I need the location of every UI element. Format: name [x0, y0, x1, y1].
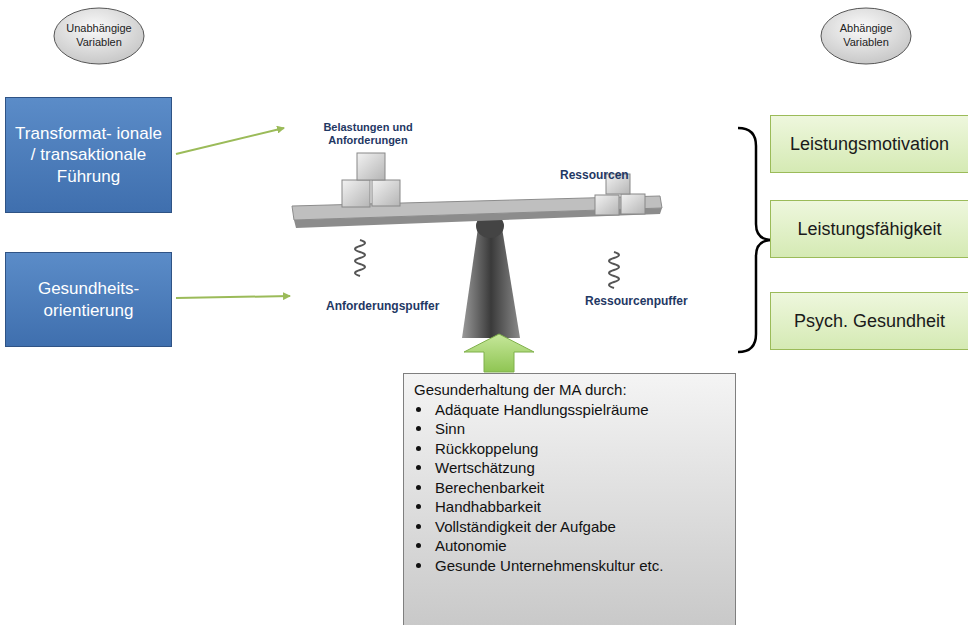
bullet-dot — [416, 485, 421, 490]
bullet-dot — [416, 407, 421, 412]
variable-ellipse: Unabhängige Variablen — [53, 7, 145, 65]
independent-variable-box: Transformat- ionale / transaktionale Füh… — [5, 97, 172, 213]
box-text: Leistungsfähigkeit — [797, 219, 941, 240]
box-text: Gesundheits- orientierung — [14, 278, 163, 321]
list-item: Autonomie — [435, 536, 507, 556]
list-item: Adäquate Handlungsspielräume — [435, 400, 648, 420]
list-item: Vollständigkeit der Aufgabe — [435, 517, 616, 537]
box-text: Leistungsmotivation — [790, 134, 949, 155]
list-item: Sinn — [435, 419, 465, 439]
box-text: Psych. Gesundheit — [794, 311, 945, 332]
box-text: Transformat- ionale / transaktionale Füh… — [14, 123, 163, 187]
bullet-dot — [416, 504, 421, 509]
dependent-variable-box: Leistungsfähigkeit — [770, 200, 968, 258]
bullet-dot — [416, 426, 421, 431]
dependent-variable-box: Leistungsmotivation — [770, 115, 968, 173]
list-item: Gesunde Unternehmenskultur etc. — [435, 556, 663, 576]
bullet-dot — [416, 524, 421, 529]
independent-variable-box: Gesundheits- orientierung — [5, 252, 172, 347]
list-item: Handhabbarkeit — [435, 497, 541, 517]
box-text: Abhängige Variablen — [834, 22, 898, 50]
illustration-label: Ressourcenpuffer — [585, 294, 715, 308]
health-factor-box: Gesunderhaltung der MA durch: Adäquate Ha… — [403, 373, 736, 625]
bullet-dot — [416, 465, 421, 470]
list-item: Rückkoppelung — [435, 439, 538, 459]
box-text: Unabhängige Variablen — [66, 22, 131, 50]
dependent-variable-box: Psych. Gesundheit — [770, 292, 968, 350]
illustration-label: Ressourcen — [560, 168, 650, 182]
bullet-dot — [416, 563, 421, 568]
list-item: Berechenbarkeit — [435, 478, 544, 498]
variable-ellipse: Abhängige Variablen — [820, 7, 912, 65]
bullet-dot — [416, 543, 421, 548]
box-heading: Gesunderhaltung der MA durch: — [414, 381, 627, 398]
illustration-label: Belastungen und Anforderungen — [320, 121, 416, 147]
list-item: Wertschätzung — [435, 458, 535, 478]
illustration-label: Anforderungspuffer — [326, 299, 476, 313]
bullet-dot — [416, 446, 421, 451]
